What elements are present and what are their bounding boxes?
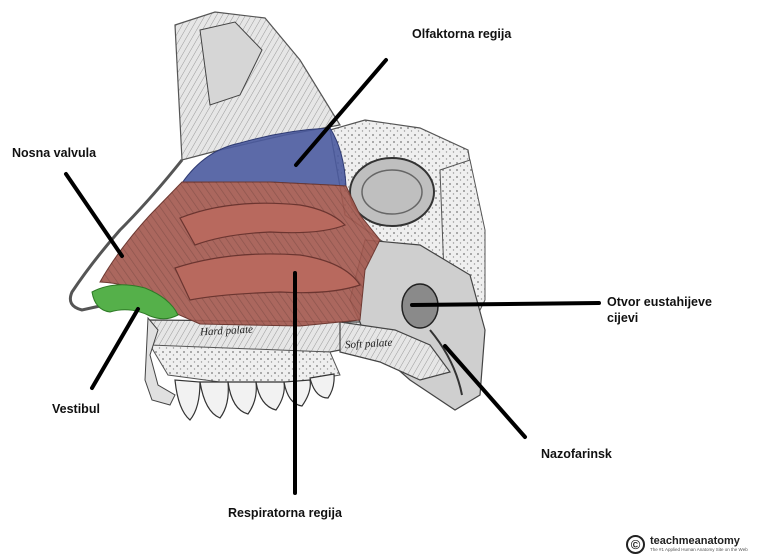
leader-vestibule bbox=[92, 309, 138, 388]
nasal-valve-label: Nosna valvula bbox=[12, 145, 96, 161]
leader-eustachian bbox=[412, 303, 599, 305]
nasopharynx-label: Nazofarinsk bbox=[541, 446, 612, 462]
logo-name: teachmeanatomy bbox=[650, 535, 740, 547]
leader-nasal-valve bbox=[66, 174, 122, 256]
teachmeanatomy-logo: © teachmeanatomy The #1 Applied Human An… bbox=[626, 535, 761, 557]
highlighted-regions bbox=[92, 128, 380, 326]
soft-palate-label: Soft palate bbox=[345, 337, 393, 351]
eustachian-opening-label: Otvor eustahijeve cijevi bbox=[607, 294, 732, 326]
logo-tagline: The #1 Applied Human Anatomy Site on the… bbox=[650, 547, 748, 552]
copyright-icon: © bbox=[626, 535, 645, 554]
vestibule-label: Vestibul bbox=[52, 401, 100, 417]
olfactory-region-label: Olfaktorna regija bbox=[412, 26, 511, 42]
respiratory-region-label: Respiratorna regija bbox=[228, 505, 342, 521]
